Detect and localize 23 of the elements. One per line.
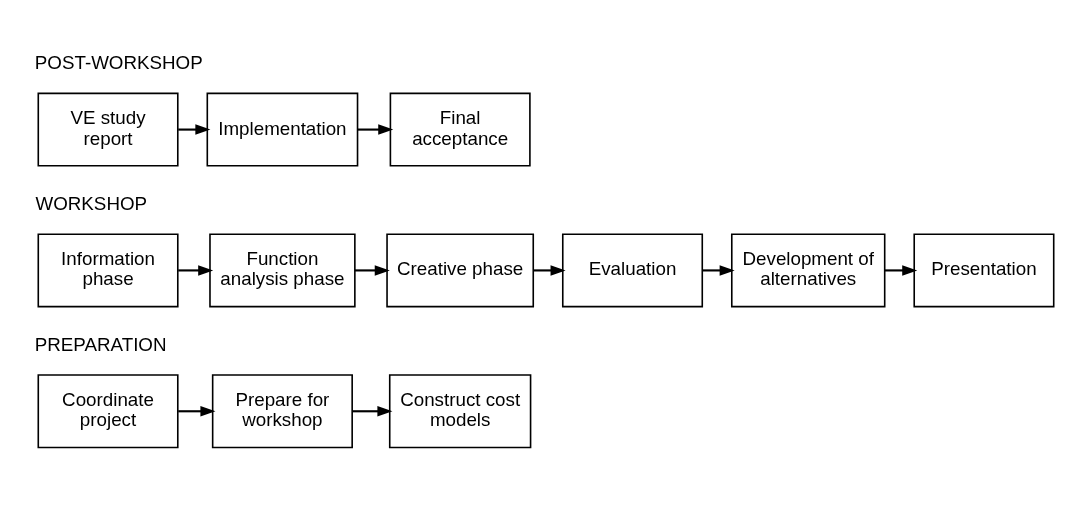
arrow bbox=[885, 264, 918, 276]
node-box: Prepare for workshop bbox=[211, 373, 353, 448]
node-box: Evaluation bbox=[561, 232, 704, 307]
label: PREPARATION bbox=[34, 333, 167, 355]
label: WORKSHOP bbox=[35, 192, 148, 214]
label: POST-WORKSHOP bbox=[34, 51, 203, 73]
node-box: VE study report bbox=[37, 92, 179, 167]
arrow bbox=[533, 264, 566, 276]
node-box: Function analysis phase bbox=[209, 232, 356, 307]
node-box: Presentation bbox=[913, 232, 1055, 307]
arrow bbox=[178, 405, 216, 417]
node-box: Final acceptance bbox=[389, 92, 531, 167]
node-box: Coordinate project bbox=[37, 373, 179, 448]
node-box: Development of alternatives bbox=[730, 232, 886, 307]
arrow bbox=[352, 405, 393, 417]
arrow bbox=[354, 264, 390, 276]
node-box: Creative phase bbox=[386, 232, 535, 307]
arrow bbox=[178, 264, 214, 276]
node-box: Implementation bbox=[206, 92, 359, 167]
node-box: Construct cost models bbox=[388, 373, 532, 448]
arrow bbox=[178, 123, 211, 135]
arrow bbox=[358, 123, 394, 135]
node-box: Information phase bbox=[37, 232, 179, 307]
